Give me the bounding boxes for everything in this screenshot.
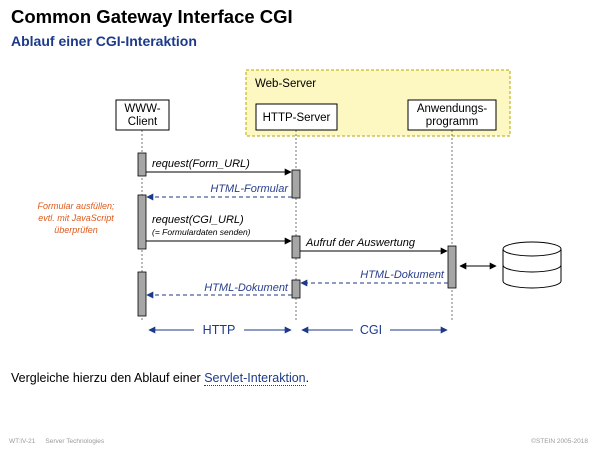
bottom-text-after: . — [305, 371, 310, 385]
client-activation-3 — [137, 271, 147, 317]
app-activation — [447, 245, 457, 289]
note-line2: evtl. mit JavaScript — [38, 213, 114, 223]
httpserver-activation-1 — [291, 169, 301, 199]
app-label-line1: Anwendungs- — [417, 103, 487, 115]
httpserver-activation-3 — [291, 279, 301, 299]
cgi-sequence-diagram: Web-Server WWW- Client HTTP-Server Anwen… — [37, 69, 562, 337]
app-label-line2: programm — [426, 116, 478, 128]
app-box — [407, 99, 497, 131]
bottom-sentence: Vergleiche hierzu den Ablauf einer Servl… — [11, 371, 310, 386]
note-line3: überprüfen — [54, 225, 98, 235]
slide-id: WT:IV-21 — [9, 438, 36, 445]
msg-request-form: request(Form_URL) — [152, 158, 250, 170]
msg-aufruf: Aufruf der Auswertung — [305, 237, 416, 249]
footer-left: WT:IV-21 Server Technologies — [9, 438, 114, 445]
client-activation-1 — [137, 152, 147, 177]
note-line1: Formular ausfüllen; — [37, 201, 115, 211]
msg-request-cgi-sub: (= Formulardaten senden) — [152, 227, 251, 237]
footer-copyright: ©STEIN 2005-2018 — [531, 438, 588, 445]
client-label-line1: WWW- — [124, 103, 160, 115]
msg-request-cgi: request(CGI_URL) — [152, 214, 244, 226]
msg-html-dokument-client: HTML-Dokument — [204, 282, 289, 294]
httpserver-activation-2 — [291, 235, 301, 259]
httpserver-box — [255, 103, 338, 131]
proto-cgi-label: CGI — [360, 323, 382, 337]
msg-html-dokument-app: HTML-Dokument — [360, 269, 445, 281]
client-box — [115, 99, 170, 131]
slide-topic: Server Technologies — [45, 438, 105, 445]
client-label-line2: Client — [128, 116, 158, 128]
msg-html-formular: HTML-Formular — [210, 183, 289, 195]
proto-http-label: HTTP — [203, 323, 236, 337]
database-icon — [502, 241, 562, 289]
httpserver-label: HTTP-Server — [263, 112, 331, 124]
page-title: Common Gateway Interface CGI — [11, 6, 293, 27]
bottom-text-before: Vergleiche hierzu den Ablauf einer — [11, 371, 205, 385]
servlet-interaction-link[interactable]: Servlet-Interaktion — [204, 371, 306, 386]
client-activation-2 — [137, 194, 147, 250]
webserver-label: Web-Server — [255, 78, 316, 90]
page-subtitle: Ablauf einer CGI-Interaktion — [11, 33, 197, 49]
